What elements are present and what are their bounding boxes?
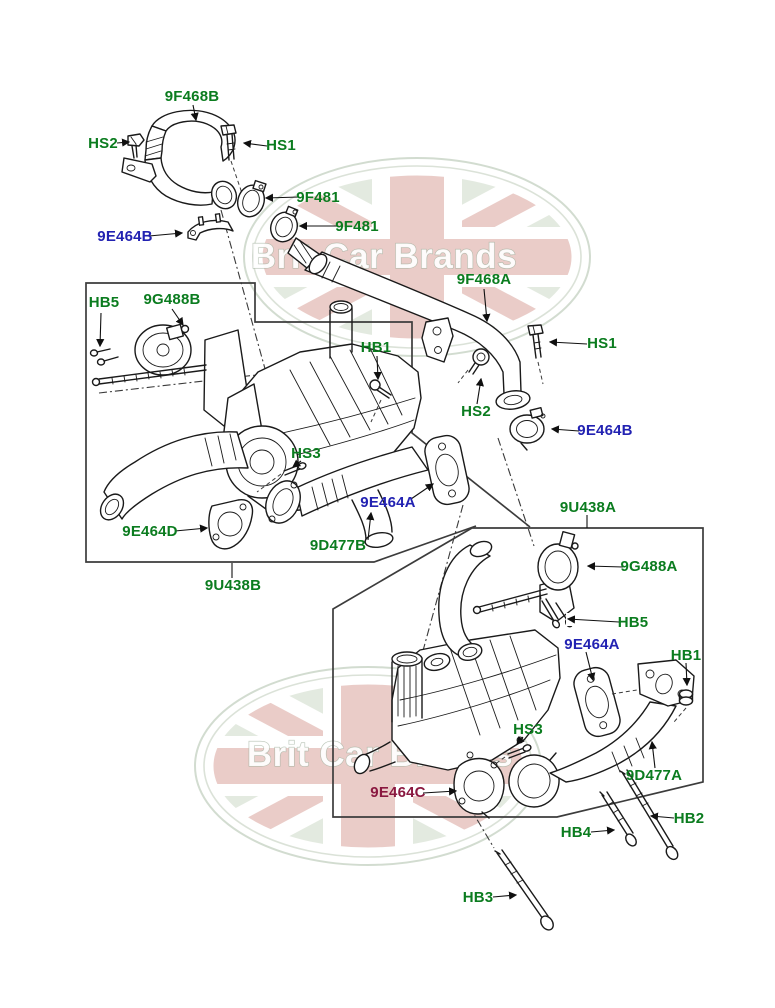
- part-label-hb3-28: HB3: [462, 889, 494, 907]
- part-label-hb1-12: HB1: [360, 339, 392, 357]
- egr-cooler-2: [353, 629, 561, 775]
- part-label-hb5-6: HB5: [88, 294, 120, 312]
- bolt-hb4: [599, 791, 637, 847]
- actuator-9g488b: [91, 323, 249, 427]
- clamp-9f481-1: [236, 179, 267, 218]
- part-label-hs2-1: HS2: [88, 135, 118, 153]
- part-label-hb2-26: HB2: [673, 810, 705, 828]
- group-box-9u438b: [85, 282, 531, 563]
- bolts-hb5-left: [89, 348, 119, 366]
- screw-hs3-right: [486, 744, 532, 771]
- part-label-9g488b-7: 9G488B: [143, 291, 201, 309]
- gasket-9e464a-1: [424, 434, 470, 506]
- bolt-hs1-right: [527, 324, 544, 385]
- bolt-hb3: [494, 849, 554, 931]
- part-label-hs3-23: HS3: [513, 721, 543, 739]
- part-label-hs3-13: HS3: [291, 445, 321, 463]
- part-label-9d477a-24: 9D477A: [625, 767, 683, 785]
- part-label-9d477b-16: 9D477B: [309, 537, 367, 555]
- bolt-hb1-left: [369, 379, 392, 423]
- part-label-hb5-20: HB5: [617, 614, 649, 632]
- screw-hs2-right: [457, 348, 490, 384]
- part-label-hb1-22: HB1: [670, 647, 702, 665]
- clamp-9f481-2: [270, 205, 299, 243]
- hose-assembly-9f468b: [121, 109, 323, 273]
- part-label-hb4-27: HB4: [560, 824, 592, 842]
- pipe-9d477b: [265, 446, 429, 524]
- pipe-9d477a: [549, 659, 695, 783]
- hose-bracket: [421, 317, 454, 363]
- bolt-hb2: [619, 769, 679, 861]
- bracket-under-hs2: [121, 157, 157, 183]
- part-label-hs1-9: HS1: [587, 335, 617, 353]
- part-label-9e464c-25: 9E464C: [370, 784, 426, 802]
- bolt-hs2-top: [127, 133, 145, 159]
- part-label-9e464b-11: 9E464B: [577, 422, 633, 440]
- gasket-9e464d: [208, 499, 254, 550]
- part-label-9e464d-15: 9E464D: [122, 523, 178, 541]
- part-label-9f468b-0: 9F468B: [164, 88, 220, 106]
- gasket-9e464a-2: [573, 666, 621, 738]
- egr2-hose: [438, 540, 493, 662]
- part-label-hs1-2: HS1: [266, 137, 296, 155]
- gasket-9e464c: [453, 757, 505, 819]
- bracket-9e464b-top: [187, 213, 234, 241]
- bolts-hb5-right: [541, 598, 606, 629]
- bolt-hs1-top: [220, 124, 246, 203]
- part-label-9f468a-8: 9F468A: [456, 271, 512, 289]
- part-label-9u438b-17: 9U438B: [204, 577, 262, 595]
- part-label-9f481-4: 9F481: [335, 218, 379, 236]
- nut-hb1-right: [673, 689, 694, 723]
- hose-9f468a: [304, 251, 546, 451]
- part-label-9u438a-18: 9U438A: [559, 499, 617, 517]
- part-label-9g488a-19: 9G488A: [620, 558, 678, 576]
- part-label-9e464a-21: 9E464A: [564, 636, 620, 654]
- pipe-flange-ring: [508, 752, 560, 808]
- part-label-hs2-10: HS2: [461, 403, 491, 421]
- clamp-9e464b-right: [509, 406, 546, 451]
- part-label-9e464b-5: 9E464B: [97, 228, 153, 246]
- leader-lines: [96, 104, 691, 900]
- part-label-9e464a-14: 9E464A: [360, 494, 416, 512]
- part-label-9f481-3: 9F481: [296, 189, 340, 207]
